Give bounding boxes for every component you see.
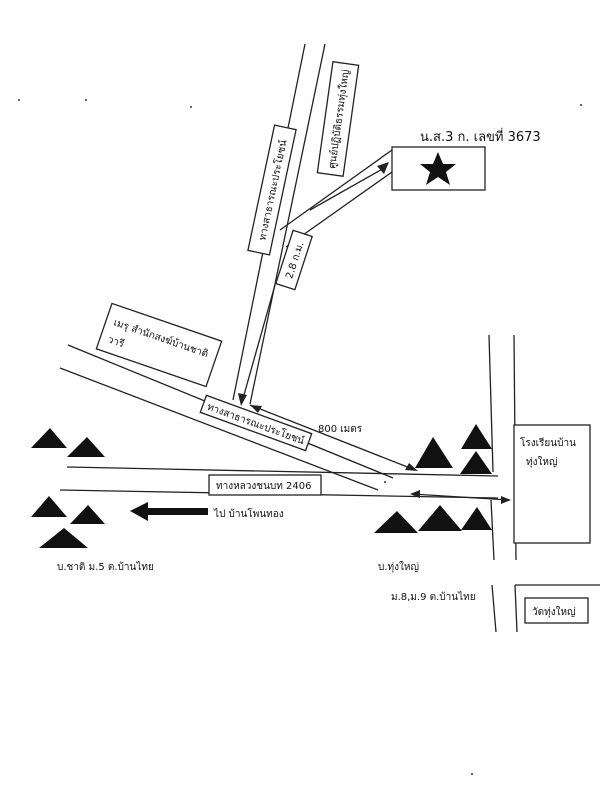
scan-specks xyxy=(18,99,582,775)
school-arrow-head-left xyxy=(410,490,420,498)
triangle-icon xyxy=(374,511,418,533)
temple-label: วัดทุ่งใหญ่ xyxy=(532,606,576,618)
east-road-edge-left-mid xyxy=(490,499,495,561)
village-east-triangles xyxy=(374,424,492,533)
temple-box xyxy=(524,597,589,624)
north-road-label-box xyxy=(247,124,297,256)
arrow-left-icon xyxy=(130,502,208,521)
school-box xyxy=(513,424,591,544)
triangle-icon xyxy=(418,505,462,531)
school-label: โรงเรียนบ้าน xyxy=(520,436,576,449)
east-road-edge-left-north xyxy=(488,334,494,473)
branch-arrow-shaft xyxy=(309,166,387,211)
temple-branch-box xyxy=(95,302,223,388)
highway-edge-upper xyxy=(66,466,499,477)
to-village-label: ไป บ้านโพนทอง xyxy=(213,507,284,520)
village-east-label-2: ม.8,ม.9 ต.บ้านไทย xyxy=(391,591,476,603)
distance-north-box xyxy=(275,229,313,291)
triangle-icon xyxy=(70,505,105,524)
temple-branch-label-2: วารี xyxy=(106,333,126,350)
village-west-triangles xyxy=(31,428,105,548)
triangle-icon xyxy=(31,496,67,517)
village-east-label: บ.ทุ่งใหญ่ xyxy=(378,561,419,573)
star-icon xyxy=(420,152,456,185)
distance-arrow-east-shaft xyxy=(249,404,416,471)
distance-arrow-east-head-left xyxy=(250,405,262,413)
east-road-edge-right-south xyxy=(514,584,518,633)
triangle-icon xyxy=(461,424,492,449)
distance-arrow-east-head-right xyxy=(405,463,418,471)
distance-arrow-north-shaft xyxy=(241,284,276,403)
land-document-label: น.ส.3 ก. เลขที่ 3673 xyxy=(420,128,541,145)
east-road-edge-left-south xyxy=(491,584,497,633)
triangle-icon xyxy=(67,437,105,457)
triangle-icon xyxy=(461,507,492,530)
triangle-icon xyxy=(39,528,88,548)
school-label-2: ทุ่งใหญ่ xyxy=(526,456,557,468)
diagonal-road-edge-lower xyxy=(59,367,379,491)
center-label-box xyxy=(316,61,360,177)
triangle-icon xyxy=(31,428,67,448)
triangle-icon xyxy=(460,451,492,474)
school-arrow-shaft xyxy=(411,493,510,501)
highway-label-box xyxy=(208,474,322,496)
diagonal-road-label-box xyxy=(199,394,313,452)
school-arrow-head-right xyxy=(501,496,511,504)
distance-east-label: 800 เมตร xyxy=(318,424,363,435)
triangle-icon xyxy=(415,437,453,468)
distance-arrow-north-head xyxy=(238,393,247,406)
branch-road-edge-upper xyxy=(279,149,393,231)
highway-label: ทางหลวงชนบท 2406 xyxy=(216,481,312,492)
village-west-label: บ.ชาติ ม.5 ต.บ้านไทย xyxy=(57,561,154,573)
